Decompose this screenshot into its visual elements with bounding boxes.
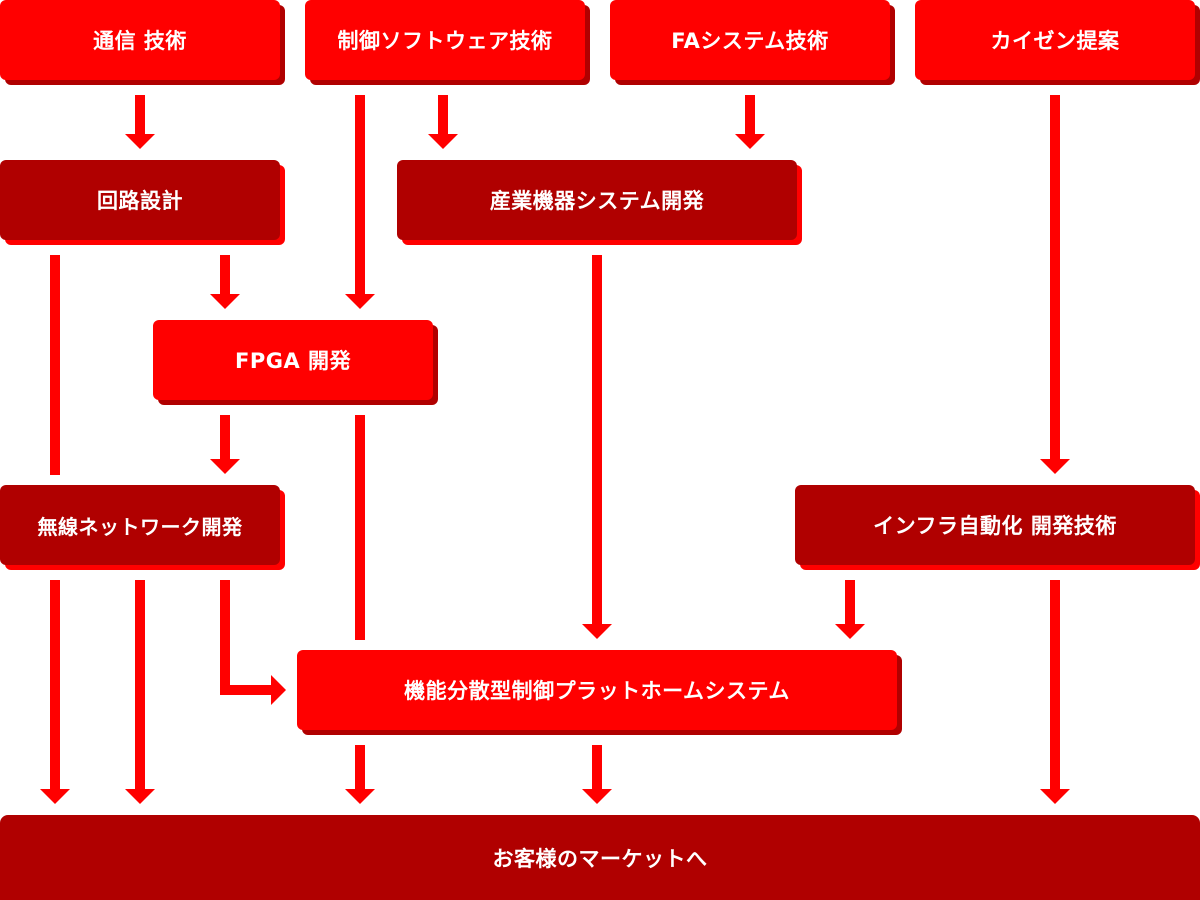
arrow-wireless-to-market-1 [40,580,70,804]
node-wireless-network-dev: 無線ネットワーク開発 [0,485,280,565]
node-fpga-dev: FPGA 開発 [153,320,433,400]
arrow-platform-to-market-1 [345,745,375,804]
arrow-platform-to-market-2 [582,745,612,804]
arrow-wireless-to-platform [220,580,286,705]
arrow-fa-to-industrial [735,95,765,149]
arrow-circuit-to-fpga [210,255,240,309]
arrow-kaizen-to-infra [1040,95,1070,474]
arrow-fpga-to-wireless [210,415,240,474]
arrow-wireless-to-market-2 [125,580,155,804]
node-distributed-control-platform: 機能分散型制御プラットホームシステム [297,650,897,730]
node-control-software-tech: 制御ソフトウェア技術 [305,0,585,80]
node-comm-tech: 通信 技術 [0,0,280,80]
arrow-industrial-to-platform [582,255,612,639]
arrow-controlsw-to-industrial [428,95,458,149]
node-kaizen-proposal: カイゼン提案 [915,0,1195,80]
node-fa-system-tech: FAシステム技術 [610,0,890,80]
arrow-infra-to-market [1040,580,1070,804]
arrow-infra-to-platform [835,580,865,639]
arrow-controlsw-to-fpga [345,95,375,309]
node-industrial-equipment-dev: 産業機器システム開発 [397,160,797,240]
node-circuit-design: 回路設計 [0,160,280,240]
node-infra-automation-dev: インフラ自動化 開発技術 [795,485,1195,565]
arrow-comm-to-circuit [125,95,155,149]
node-customer-market: お客様のマーケットへ [0,815,1200,900]
